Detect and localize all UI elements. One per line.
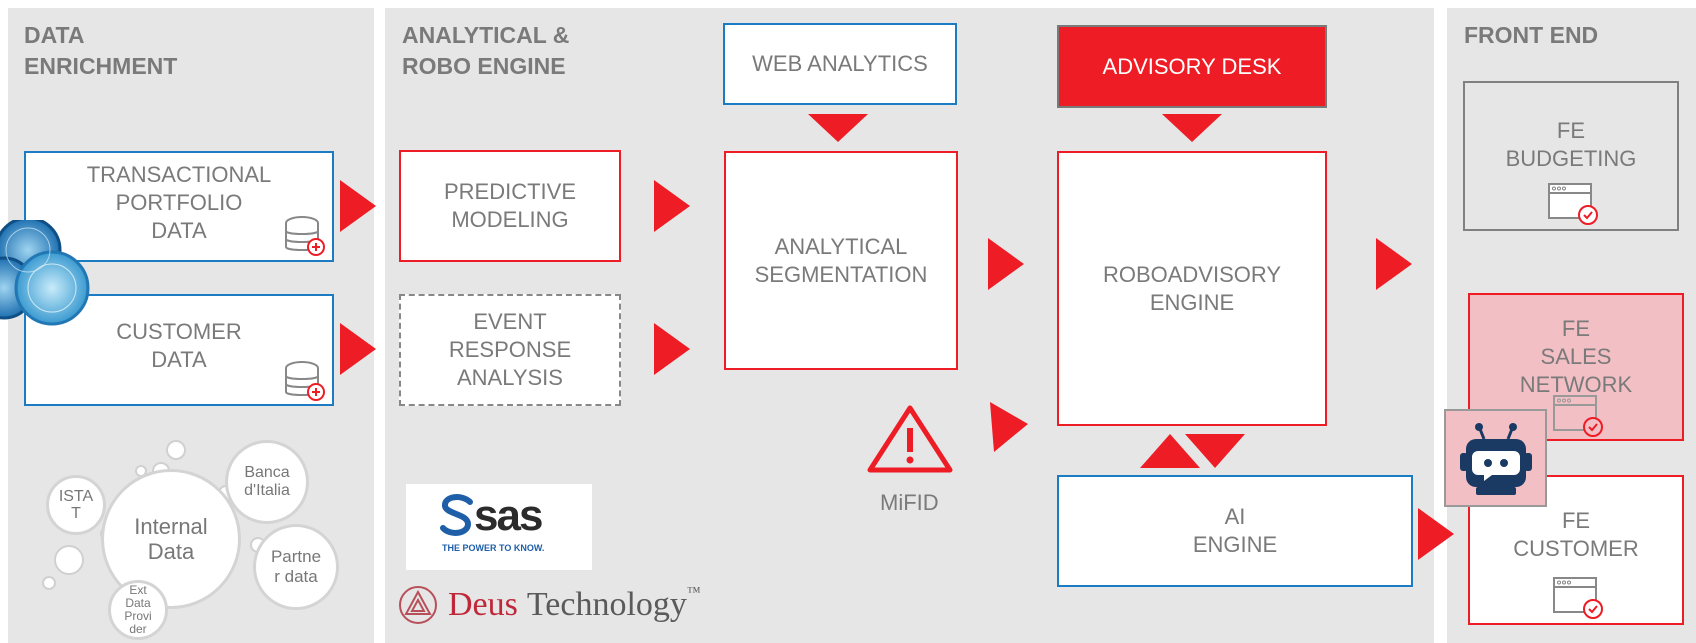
arrow-down bbox=[1162, 114, 1222, 142]
arrow-right bbox=[988, 238, 1024, 290]
segment-wheel-icon bbox=[0, 220, 90, 326]
decor-dot bbox=[166, 440, 186, 460]
deus-logo-icon bbox=[399, 586, 437, 624]
web-analytics-box: WEB ANALYTICS bbox=[723, 23, 957, 105]
partner-data-bubble: Partne r data bbox=[253, 524, 339, 610]
fe-customer-label: FE CUSTOMER bbox=[1513, 508, 1639, 561]
ai-engine-label: AI ENGINE bbox=[1192, 504, 1278, 557]
technology-wordmark: Technology bbox=[526, 586, 687, 623]
database-plus-icon bbox=[285, 216, 325, 256]
ext-data-provider-bubble: Ext Data Provi der bbox=[108, 580, 168, 640]
web-analytics-label: WEB ANALYTICS bbox=[752, 51, 928, 76]
robot-icon bbox=[1460, 423, 1532, 495]
predictive-modeling-box: PREDICTIVE MODELING bbox=[399, 150, 621, 262]
advisory-desk-label: ADVISORY DESK bbox=[1102, 53, 1282, 79]
fe-budgeting-box: FE BUDGETING bbox=[1463, 81, 1679, 231]
sas-tagline: THE POWER TO KNOW. bbox=[442, 543, 545, 553]
partner-data-label: Partne r data bbox=[270, 547, 322, 586]
deus-wordmark: Deus bbox=[448, 586, 518, 623]
transactional-portfolio-data-label: TRANSACTIONAL PORTFOLIO DATA bbox=[86, 161, 272, 243]
arrow-right bbox=[654, 180, 690, 232]
transactional-portfolio-data-box: TRANSACTIONAL PORTFOLIO DATA bbox=[24, 151, 334, 262]
browser-check-icon bbox=[1553, 577, 1603, 619]
sas-swirl-icon bbox=[440, 494, 473, 536]
roboadvisory-engine-label: ROBOADVISORY ENGINE bbox=[1102, 261, 1282, 315]
analytical-segmentation-box: ANALYTICAL SEGMENTATION bbox=[724, 151, 958, 370]
arrow-right bbox=[654, 323, 690, 375]
decor-dot bbox=[42, 576, 56, 590]
ext-data-provider-label: Ext Data Provi der bbox=[124, 583, 152, 636]
deus-technology-logo: Deus Technology ™ bbox=[398, 585, 701, 625]
arrow-up-right bbox=[990, 402, 1028, 452]
predictive-modeling-label: PREDICTIVE MODELING bbox=[443, 179, 577, 232]
arrow-right bbox=[1376, 238, 1412, 290]
data-enrichment-title: DATA ENRICHMENT bbox=[24, 22, 178, 79]
banca-italia-label: Banca d'Italia bbox=[244, 464, 290, 499]
browser-check-icon bbox=[1548, 183, 1598, 225]
warning-icon bbox=[867, 405, 953, 473]
fe-budgeting-label: FE BUDGETING bbox=[1505, 118, 1637, 171]
roboadvisory-engine-box: ROBOADVISORY ENGINE bbox=[1057, 151, 1327, 426]
browser-check-icon bbox=[1553, 395, 1603, 437]
sas-logo: sas THE POWER TO KNOW. bbox=[406, 484, 592, 570]
internal-data-label: Internal Data bbox=[134, 514, 208, 564]
arrow-down bbox=[808, 114, 868, 142]
mifid-label: MiFID bbox=[880, 490, 939, 515]
customer-data-label: CUSTOMER DATA bbox=[116, 319, 242, 372]
fe-sales-network-label: FE SALES NETWORK bbox=[1519, 316, 1633, 397]
trademark-mark: ™ bbox=[686, 585, 701, 600]
arrow-right bbox=[340, 323, 376, 375]
ai-engine-box: AI ENGINE bbox=[1057, 475, 1413, 587]
database-plus-icon bbox=[285, 361, 325, 401]
banca-italia-bubble: Banca d'Italia bbox=[225, 440, 309, 524]
sas-wordmark: sas bbox=[474, 491, 543, 540]
istat-label: ISTA T bbox=[58, 488, 94, 522]
analytical-robo-title: ANALYTICAL & ROBO ENGINE bbox=[402, 22, 570, 79]
istat-bubble: ISTA T bbox=[46, 475, 106, 535]
decor-dot bbox=[54, 545, 84, 575]
arrow-right bbox=[1418, 508, 1454, 560]
arrow-right bbox=[340, 180, 376, 232]
analytical-segmentation-label: ANALYTICAL SEGMENTATION bbox=[754, 233, 928, 287]
event-response-analysis-label: EVENT RESPONSE ANALYSIS bbox=[448, 309, 572, 390]
front-end-title: FRONT END bbox=[1464, 22, 1599, 48]
arrow-down bbox=[1185, 434, 1245, 468]
robot-badge bbox=[1444, 409, 1547, 507]
advisory-desk-box: ADVISORY DESK bbox=[1057, 25, 1327, 108]
event-response-analysis-box: EVENT RESPONSE ANALYSIS bbox=[399, 294, 621, 406]
